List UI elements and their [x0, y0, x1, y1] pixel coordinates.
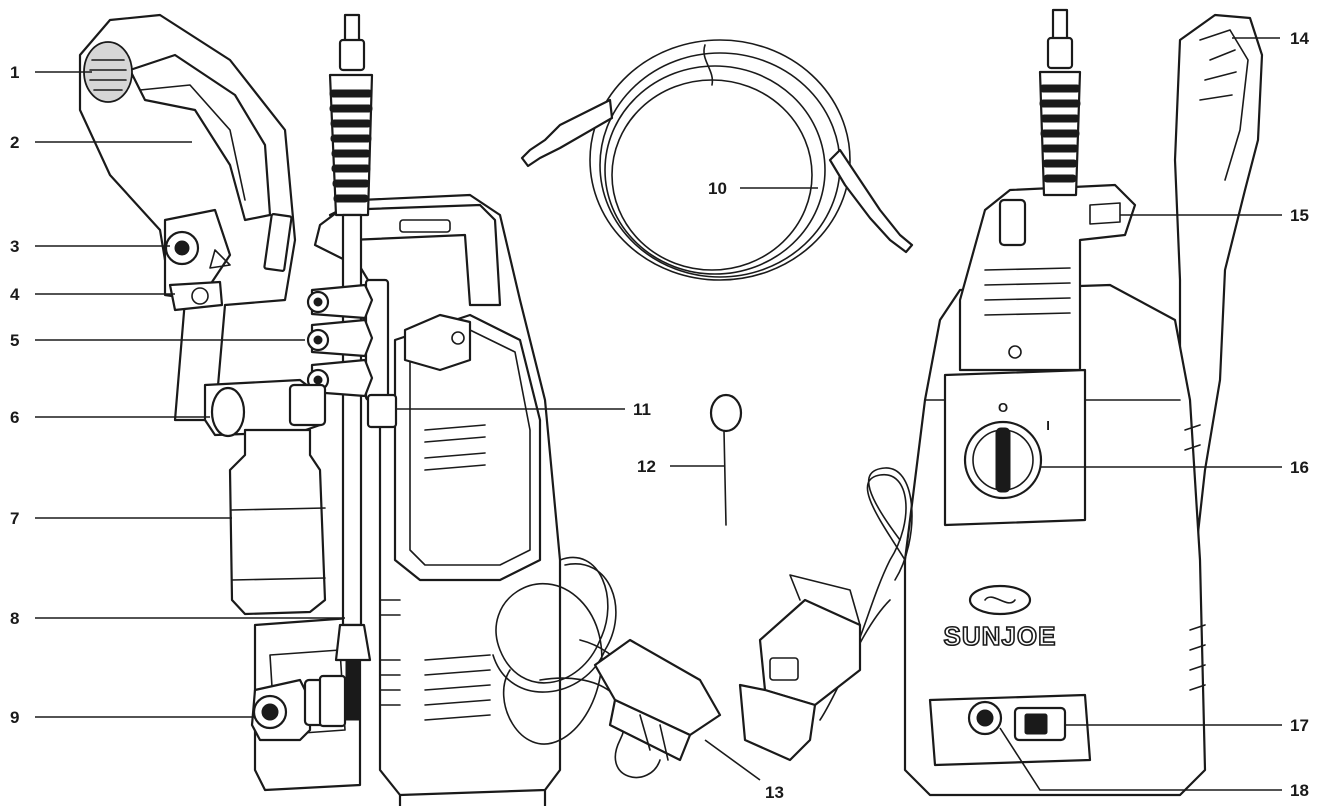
- callout-15: 15: [1290, 206, 1309, 225]
- power-cord-left: [492, 556, 722, 779]
- callout-11: 11: [633, 400, 651, 419]
- callout-9: 9: [10, 708, 19, 727]
- callout-1: 1: [10, 63, 19, 82]
- spray-wand: [328, 13, 374, 721]
- nozzle-holder: [306, 278, 398, 429]
- high-pressure-hose: [520, 39, 914, 281]
- callout-17: 17: [1290, 716, 1309, 735]
- callout-14: 14: [1290, 29, 1309, 48]
- spray-gun: [78, 13, 297, 422]
- callout-8: 8: [10, 609, 19, 628]
- dial-on-label: I: [1046, 418, 1050, 433]
- dial-off-label: O: [998, 400, 1008, 415]
- nozzle-cleaning-tool: [709, 393, 743, 526]
- spray-wand-right: [1038, 8, 1082, 197]
- callout-13: 13: [765, 783, 784, 802]
- callout-16: 16: [1290, 458, 1309, 477]
- water-inlet: [250, 674, 347, 742]
- callout-labels: 1 2 3 4 5 6 7 8 9 10 11 12 13 14 15 16 1…: [10, 29, 1309, 802]
- callout-12: 12: [637, 457, 656, 476]
- callout-7: 7: [10, 509, 19, 528]
- power-cord-right: [738, 467, 913, 762]
- foam-cannon: [203, 378, 327, 616]
- callout-18: 18: [1290, 781, 1309, 800]
- callout-6: 6: [10, 408, 19, 427]
- brand-logo-text: SUNJOE: [944, 621, 1057, 651]
- callout-2: 2: [10, 133, 19, 152]
- right-pressure-washer-body: [903, 13, 1264, 797]
- callout-4: 4: [10, 285, 20, 304]
- callout-5: 5: [10, 331, 19, 350]
- callout-3: 3: [10, 237, 19, 256]
- leader-lines: [35, 37, 1282, 791]
- callout-10: 10: [708, 179, 727, 198]
